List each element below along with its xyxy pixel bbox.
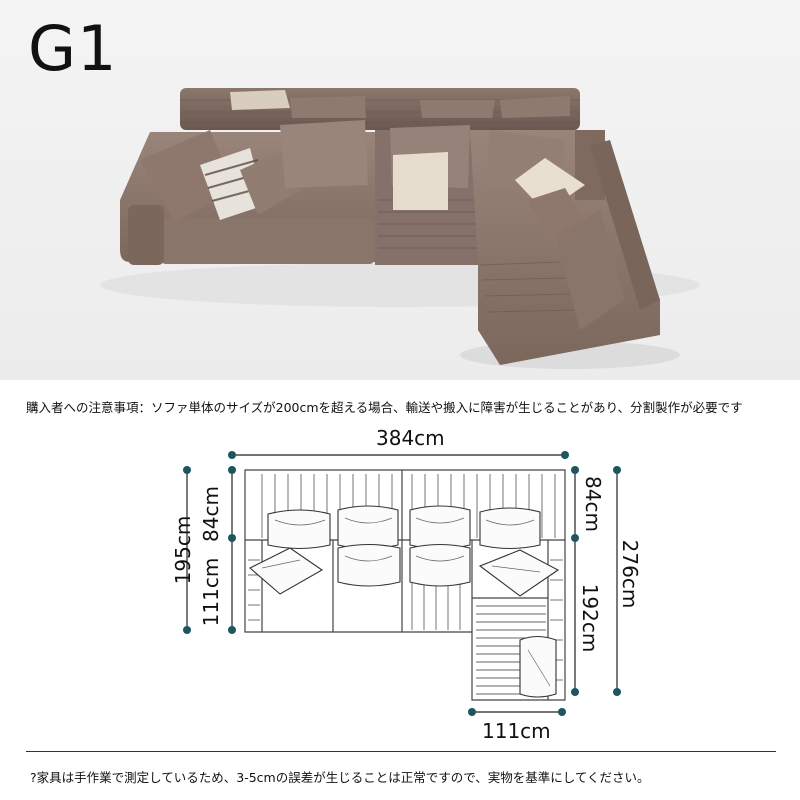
dim-total-depth-right: 276cm — [618, 539, 642, 609]
dim-total-width: 384cm — [376, 426, 445, 450]
dim-total-depth-left: 195cm — [171, 515, 195, 585]
sofa-illustration — [100, 88, 700, 369]
footnote: ?家具は手作業で測定しているため、3-5cmの誤差が生じることは正常ですので、実… — [30, 770, 650, 785]
model-label: G1 — [28, 12, 118, 85]
cushions — [140, 90, 625, 330]
dimension-diagram: 384cm 195cm 84cm 111cm 84cm 192cm 276cm … — [0, 420, 800, 750]
dimension-dots — [183, 451, 621, 716]
pillow-icons — [249, 505, 560, 698]
product-photo: G1 — [0, 0, 800, 380]
dim-back-depth-right: 84cm — [581, 476, 605, 532]
dim-chaise-length: 192cm — [578, 583, 602, 653]
caution-note: 購入者への注意事項：ソファ単体のサイズが200cmを超える場合、輸送や搬入に障害… — [26, 400, 743, 415]
dim-back-depth: 84cm — [199, 486, 223, 542]
dim-chaise-width: 111cm — [482, 719, 551, 743]
floorplan-drawing — [183, 451, 621, 716]
sofa-outline — [244, 469, 566, 701]
dim-seat-depth: 111cm — [199, 557, 223, 627]
divider-line — [26, 751, 776, 752]
